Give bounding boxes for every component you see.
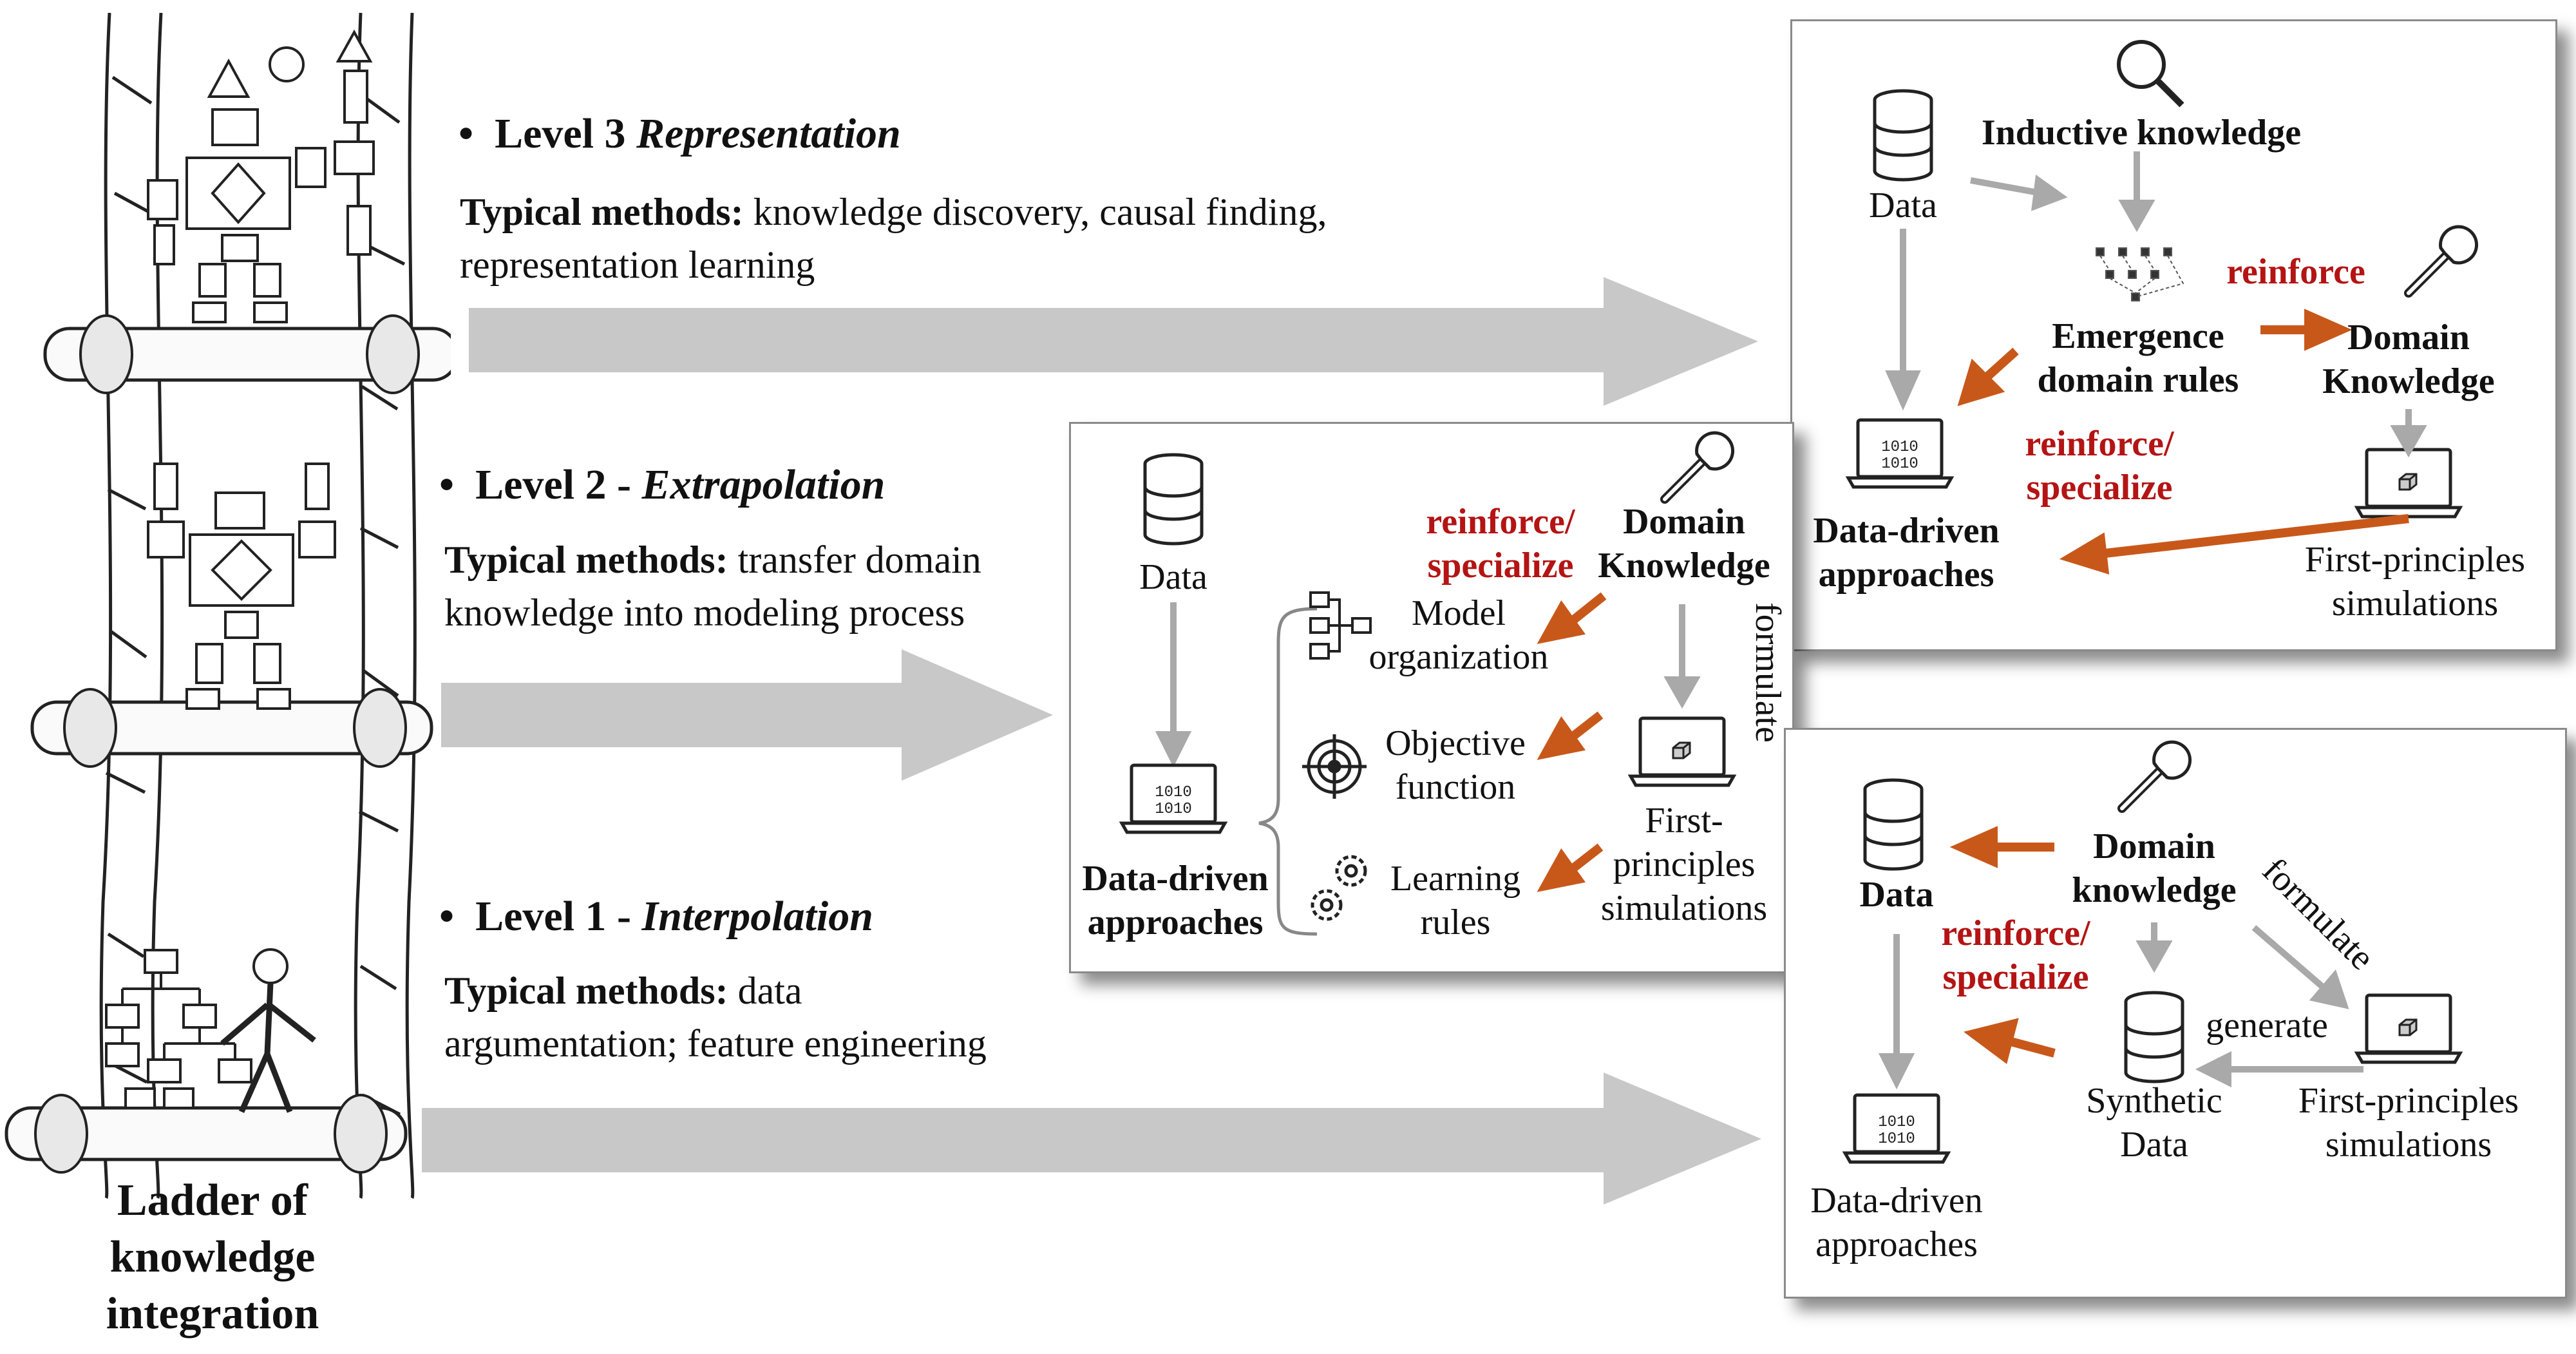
label-line: approaches bbox=[1818, 555, 1994, 595]
p1-data-label: Data bbox=[1859, 875, 1934, 915]
label-line: domain rules bbox=[2037, 360, 2239, 400]
methods-text: transfer domain bbox=[728, 539, 981, 581]
label-line: rules bbox=[1420, 902, 1491, 942]
p2-learning-label: Learning rules bbox=[1359, 857, 1552, 944]
p2-formulate-label: formulate bbox=[1748, 602, 1788, 743]
level-title-italic: Extrapolation bbox=[641, 461, 886, 508]
robot-level3-icon bbox=[147, 29, 375, 323]
label-line: specialize bbox=[1942, 957, 2089, 997]
methods-text-line2: knowledge into modeling process bbox=[444, 591, 965, 634]
ladder-caption-line: Ladder of bbox=[117, 1176, 308, 1225]
methods-label: Typical methods: bbox=[444, 539, 728, 581]
label-line: First-principles bbox=[2298, 1081, 2519, 1121]
label-line: Knowledge bbox=[1598, 546, 1770, 586]
label-line: Data-driven bbox=[1813, 511, 2000, 551]
p1-dd-label: Data-driven approaches bbox=[1800, 1179, 1993, 1266]
level2-methods: Typical methods: transfer domain knowled… bbox=[444, 533, 981, 639]
methods-text-line2: argumentation; feature engineering bbox=[444, 1022, 987, 1065]
p3-fp-label: First-principles simulations bbox=[2293, 538, 2537, 625]
level3-title: • Level 3 Representation bbox=[459, 110, 901, 158]
methods-text: data bbox=[728, 969, 802, 1012]
p3-reinforce-spec-label: reinforce/ specialize bbox=[2009, 422, 2190, 510]
ladder-rung bbox=[5, 327, 451, 1161]
label-line: Domain bbox=[1623, 502, 1745, 542]
robot-level2-icon bbox=[147, 462, 336, 710]
bullet: • bbox=[439, 893, 455, 940]
label-line: Knowledge bbox=[2322, 361, 2495, 401]
label-line: knowledge bbox=[2072, 870, 2237, 910]
ladder-caption: Ladder of knowledge integration bbox=[77, 1172, 348, 1342]
level3-arrow bbox=[469, 277, 1758, 406]
label-line: First-principles bbox=[2304, 540, 2526, 580]
level1-arrow bbox=[422, 1073, 1761, 1205]
p1-domain-label: Domain knowledge bbox=[2061, 825, 2248, 912]
label-line: function bbox=[1395, 767, 1516, 807]
label-line: Data-driven bbox=[1810, 1181, 1983, 1221]
label-line: Domain bbox=[2093, 826, 2215, 866]
p3-domain-label: Domain Knowledge bbox=[2318, 316, 2499, 403]
label-line: reinforce/ bbox=[2025, 424, 2174, 464]
p3-emergence-label: Emergence domain rules bbox=[2032, 314, 2244, 402]
label-line: specialize bbox=[1427, 546, 1574, 586]
p3-reinforce-label: reinforce bbox=[2226, 252, 2365, 292]
p1-synthetic-label: Synthetic Data bbox=[2067, 1079, 2241, 1167]
bullet: • bbox=[459, 110, 474, 157]
label-line: First- bbox=[1645, 801, 1723, 841]
label-line: approaches bbox=[1087, 902, 1264, 942]
p2-dd-label: Data-driven approaches bbox=[1075, 857, 1275, 944]
level3-methods: Typical methods: knowledge discovery, ca… bbox=[460, 186, 1327, 291]
p2-reinforce-spec-label: reinforce/ specialize bbox=[1410, 500, 1591, 587]
label-line: Data bbox=[2120, 1125, 2188, 1165]
level-title-prefix: Level 2 - bbox=[475, 461, 642, 508]
label-line: approaches bbox=[1815, 1225, 1978, 1264]
p2-fp-label: First- principles simulations bbox=[1591, 799, 1777, 930]
p1-reinforce-spec-label: reinforce/ specialize bbox=[1926, 911, 2106, 999]
label-line: Emergence bbox=[2052, 316, 2224, 356]
label-line: Learning bbox=[1390, 859, 1521, 899]
label-line: organization bbox=[1368, 637, 1549, 677]
level-title-prefix: Level 3 bbox=[495, 110, 637, 157]
level-title-italic: Representation bbox=[636, 110, 901, 157]
methods-text-line2: representation learning bbox=[460, 243, 815, 286]
p2-objective-label: Objective function bbox=[1359, 721, 1552, 809]
p2-domain-label: Domain Knowledge bbox=[1591, 500, 1777, 587]
label-line: reinforce/ bbox=[1941, 913, 2090, 953]
level-title-italic: Interpolation bbox=[641, 893, 873, 940]
bullet: • bbox=[439, 461, 455, 508]
methods-label: Typical methods: bbox=[444, 969, 728, 1012]
label-line: Data-driven bbox=[1082, 859, 1269, 899]
p3-dd-label: Data-driven approaches bbox=[1803, 509, 2009, 596]
label-line: Objective bbox=[1385, 723, 1526, 763]
label-line: Model bbox=[1411, 593, 1506, 633]
level-title-prefix: Level 1 - bbox=[475, 893, 642, 940]
methods-label: Typical methods: bbox=[460, 191, 744, 233]
level2-arrow bbox=[441, 649, 1053, 781]
label-line: Synthetic bbox=[2086, 1081, 2222, 1121]
label-line: Domain bbox=[2347, 318, 2470, 358]
label-line: specialize bbox=[2026, 468, 2173, 508]
ladder-caption-line: integration bbox=[106, 1289, 319, 1339]
p1-generate-label: generate bbox=[2206, 1006, 2328, 1045]
methods-text: knowledge discovery, causal finding, bbox=[743, 191, 1327, 233]
p3-data-label: Data bbox=[1869, 186, 1937, 225]
level1-methods: Typical methods: data argumentation; fea… bbox=[444, 964, 987, 1070]
p2-model-label: Model organization bbox=[1362, 591, 1555, 679]
p1-fp-label: First-principles simulations bbox=[2280, 1079, 2537, 1167]
label-line: simulations bbox=[1600, 888, 1768, 928]
level1-title: • Level 1 - Interpolation bbox=[439, 892, 873, 941]
ladder-caption-line: knowledge bbox=[109, 1232, 316, 1282]
ladder-illustration bbox=[5, 12, 451, 1199]
label-line: reinforce/ bbox=[1426, 502, 1575, 542]
level1-sketch-icon bbox=[105, 948, 316, 1113]
p3-inductive-label: Inductive knowledge bbox=[1981, 113, 2302, 153]
label-line: simulations bbox=[2325, 1125, 2492, 1165]
level2-title: • Level 2 - Extrapolation bbox=[439, 461, 885, 510]
label-line: principles bbox=[1613, 844, 1756, 884]
label-line: simulations bbox=[2331, 584, 2499, 624]
p2-data-label: Data bbox=[1139, 557, 1208, 597]
